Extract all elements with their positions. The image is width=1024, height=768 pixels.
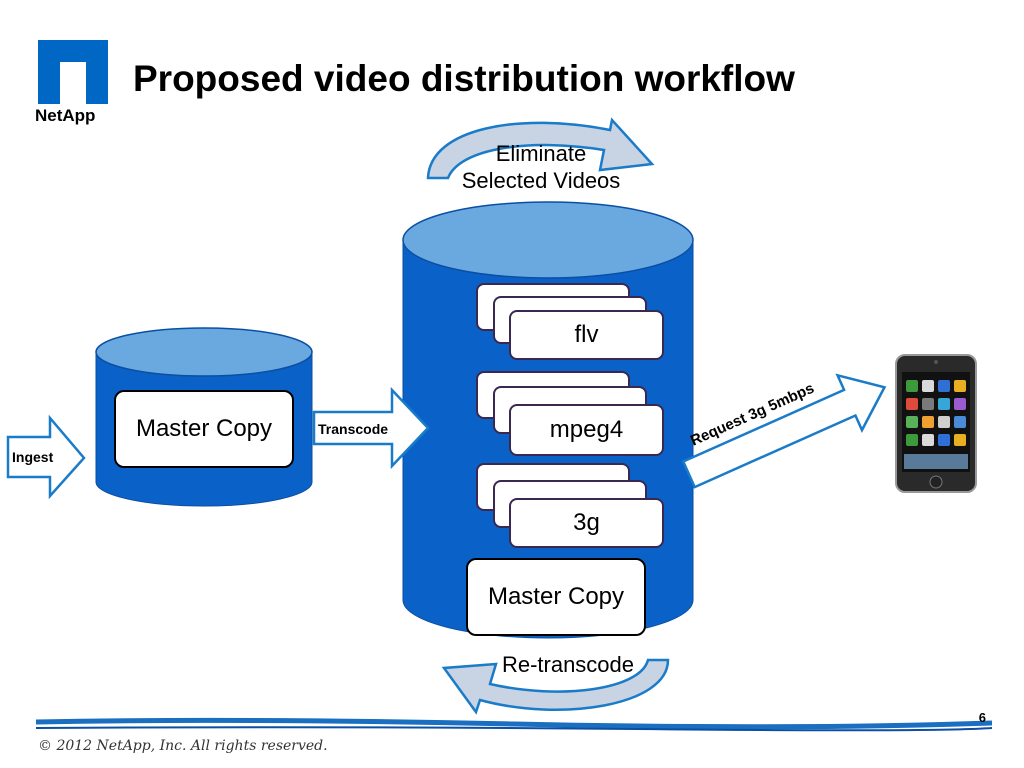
distribution-master-copy-box: Master Copy	[466, 558, 646, 636]
master-copy-box: Master Copy	[114, 390, 294, 468]
app-icon	[922, 398, 934, 410]
format-card-mpeg4: mpeg4	[509, 404, 664, 456]
eliminate-line2: Selected Videos	[461, 168, 621, 193]
request-arrow	[681, 373, 887, 489]
logo-text: NetApp	[35, 106, 96, 125]
ingest-label: Ingest	[12, 449, 54, 465]
smartphone-icon	[895, 354, 977, 493]
format-label: 3g	[573, 509, 600, 536]
eliminate-curved-arrow	[426, 117, 655, 180]
netapp-logo-icon	[38, 40, 108, 104]
page-number: 6	[978, 710, 986, 725]
app-icon	[954, 416, 966, 428]
format-label: flv	[574, 321, 599, 348]
app-icon	[906, 398, 918, 410]
master-copy-label: Master Copy	[135, 415, 273, 442]
app-icon	[938, 380, 950, 392]
retranscode-curved-arrow	[441, 658, 670, 715]
page-title: Proposed video distribution workflow	[133, 58, 795, 99]
format-label: mpeg4	[549, 416, 624, 443]
phone-dock	[904, 454, 968, 469]
copyright-footer: © 2012 NetApp, Inc. All rights reserved.	[38, 738, 328, 754]
app-icon	[906, 380, 918, 392]
app-icon	[922, 416, 934, 428]
eliminate-line1: Eliminate	[495, 141, 587, 166]
app-icon	[938, 416, 950, 428]
app-icon	[938, 398, 950, 410]
app-icon	[922, 434, 934, 446]
master-copy-label: Master Copy	[487, 583, 625, 610]
format-card-flv: flv	[509, 310, 664, 360]
app-icon	[922, 380, 934, 392]
footer-divider	[36, 717, 992, 732]
app-icon	[906, 416, 918, 428]
app-icon	[938, 434, 950, 446]
app-icon	[954, 380, 966, 392]
app-icon	[954, 434, 966, 446]
format-card-3g: 3g	[509, 498, 664, 548]
eliminate-label: Eliminate Selected Videos	[430, 140, 652, 194]
app-icon	[954, 398, 966, 410]
transcode-arrow	[312, 386, 430, 470]
app-icon	[906, 434, 918, 446]
retranscode-label: Re-transcode	[501, 652, 635, 677]
ingest-arrow	[6, 414, 86, 500]
transcode-label: Transcode	[318, 421, 389, 437]
